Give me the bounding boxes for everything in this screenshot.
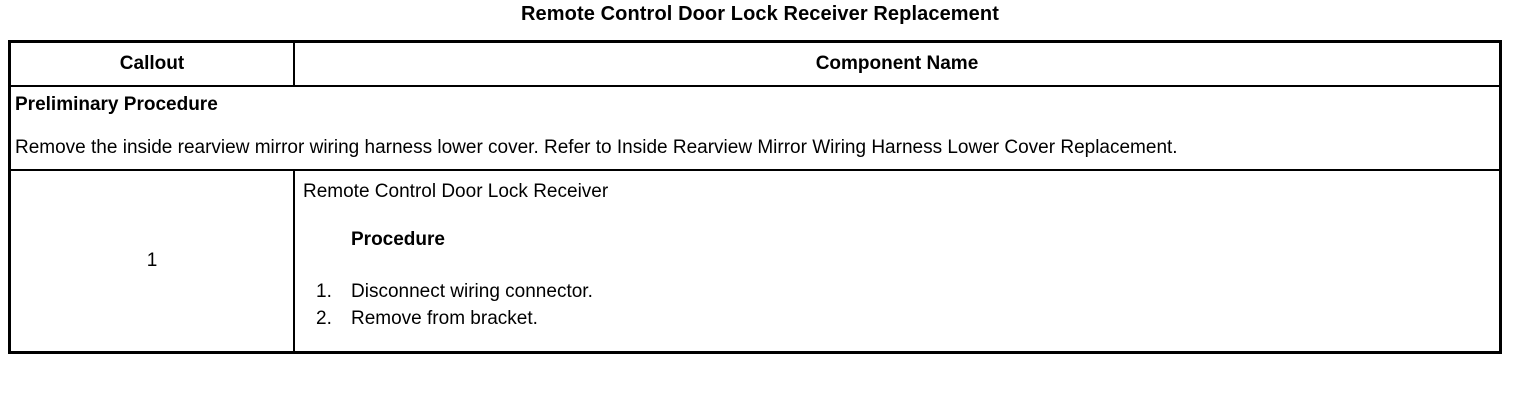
table-row: 1 Remote Control Door Lock Receiver Proc… [11, 171, 1499, 351]
step-number: 1. [316, 281, 332, 302]
callout-cell: 1 [11, 171, 295, 351]
procedure-table: Callout Component Name Preliminary Proce… [8, 40, 1502, 354]
column-header-callout: Callout [119, 53, 185, 74]
step-number: 2. [316, 308, 332, 329]
preliminary-procedure-heading: Preliminary Procedure [15, 94, 218, 115]
header-cell-callout: Callout [11, 43, 295, 85]
preliminary-procedure-cell: Preliminary Procedure Remove the inside … [11, 87, 1499, 169]
list-item: 1. Disconnect wiring connector. [303, 278, 1491, 305]
header-cell-component-name: Component Name [295, 43, 1499, 85]
page-title: Remote Control Door Lock Receiver Replac… [521, 3, 999, 25]
column-header-component-name: Component Name [815, 53, 979, 74]
component-cell: Remote Control Door Lock Receiver Proced… [295, 171, 1499, 351]
callout-number: 1 [146, 250, 158, 271]
step-text: Disconnect wiring connector. [351, 281, 593, 302]
list-item: 2. Remove from bracket. [303, 305, 1491, 332]
component-name-text: Remote Control Door Lock Receiver [303, 181, 609, 202]
preliminary-procedure-body: Remove the inside rearview mirror wiring… [15, 137, 1178, 158]
preliminary-procedure-row: Preliminary Procedure Remove the inside … [11, 87, 1499, 171]
table-header-row: Callout Component Name [11, 43, 1499, 87]
procedure-heading: Procedure [351, 229, 445, 250]
procedure-step-list: 1. Disconnect wiring connector. 2. Remov… [303, 278, 1491, 332]
step-text: Remove from bracket. [351, 308, 538, 329]
